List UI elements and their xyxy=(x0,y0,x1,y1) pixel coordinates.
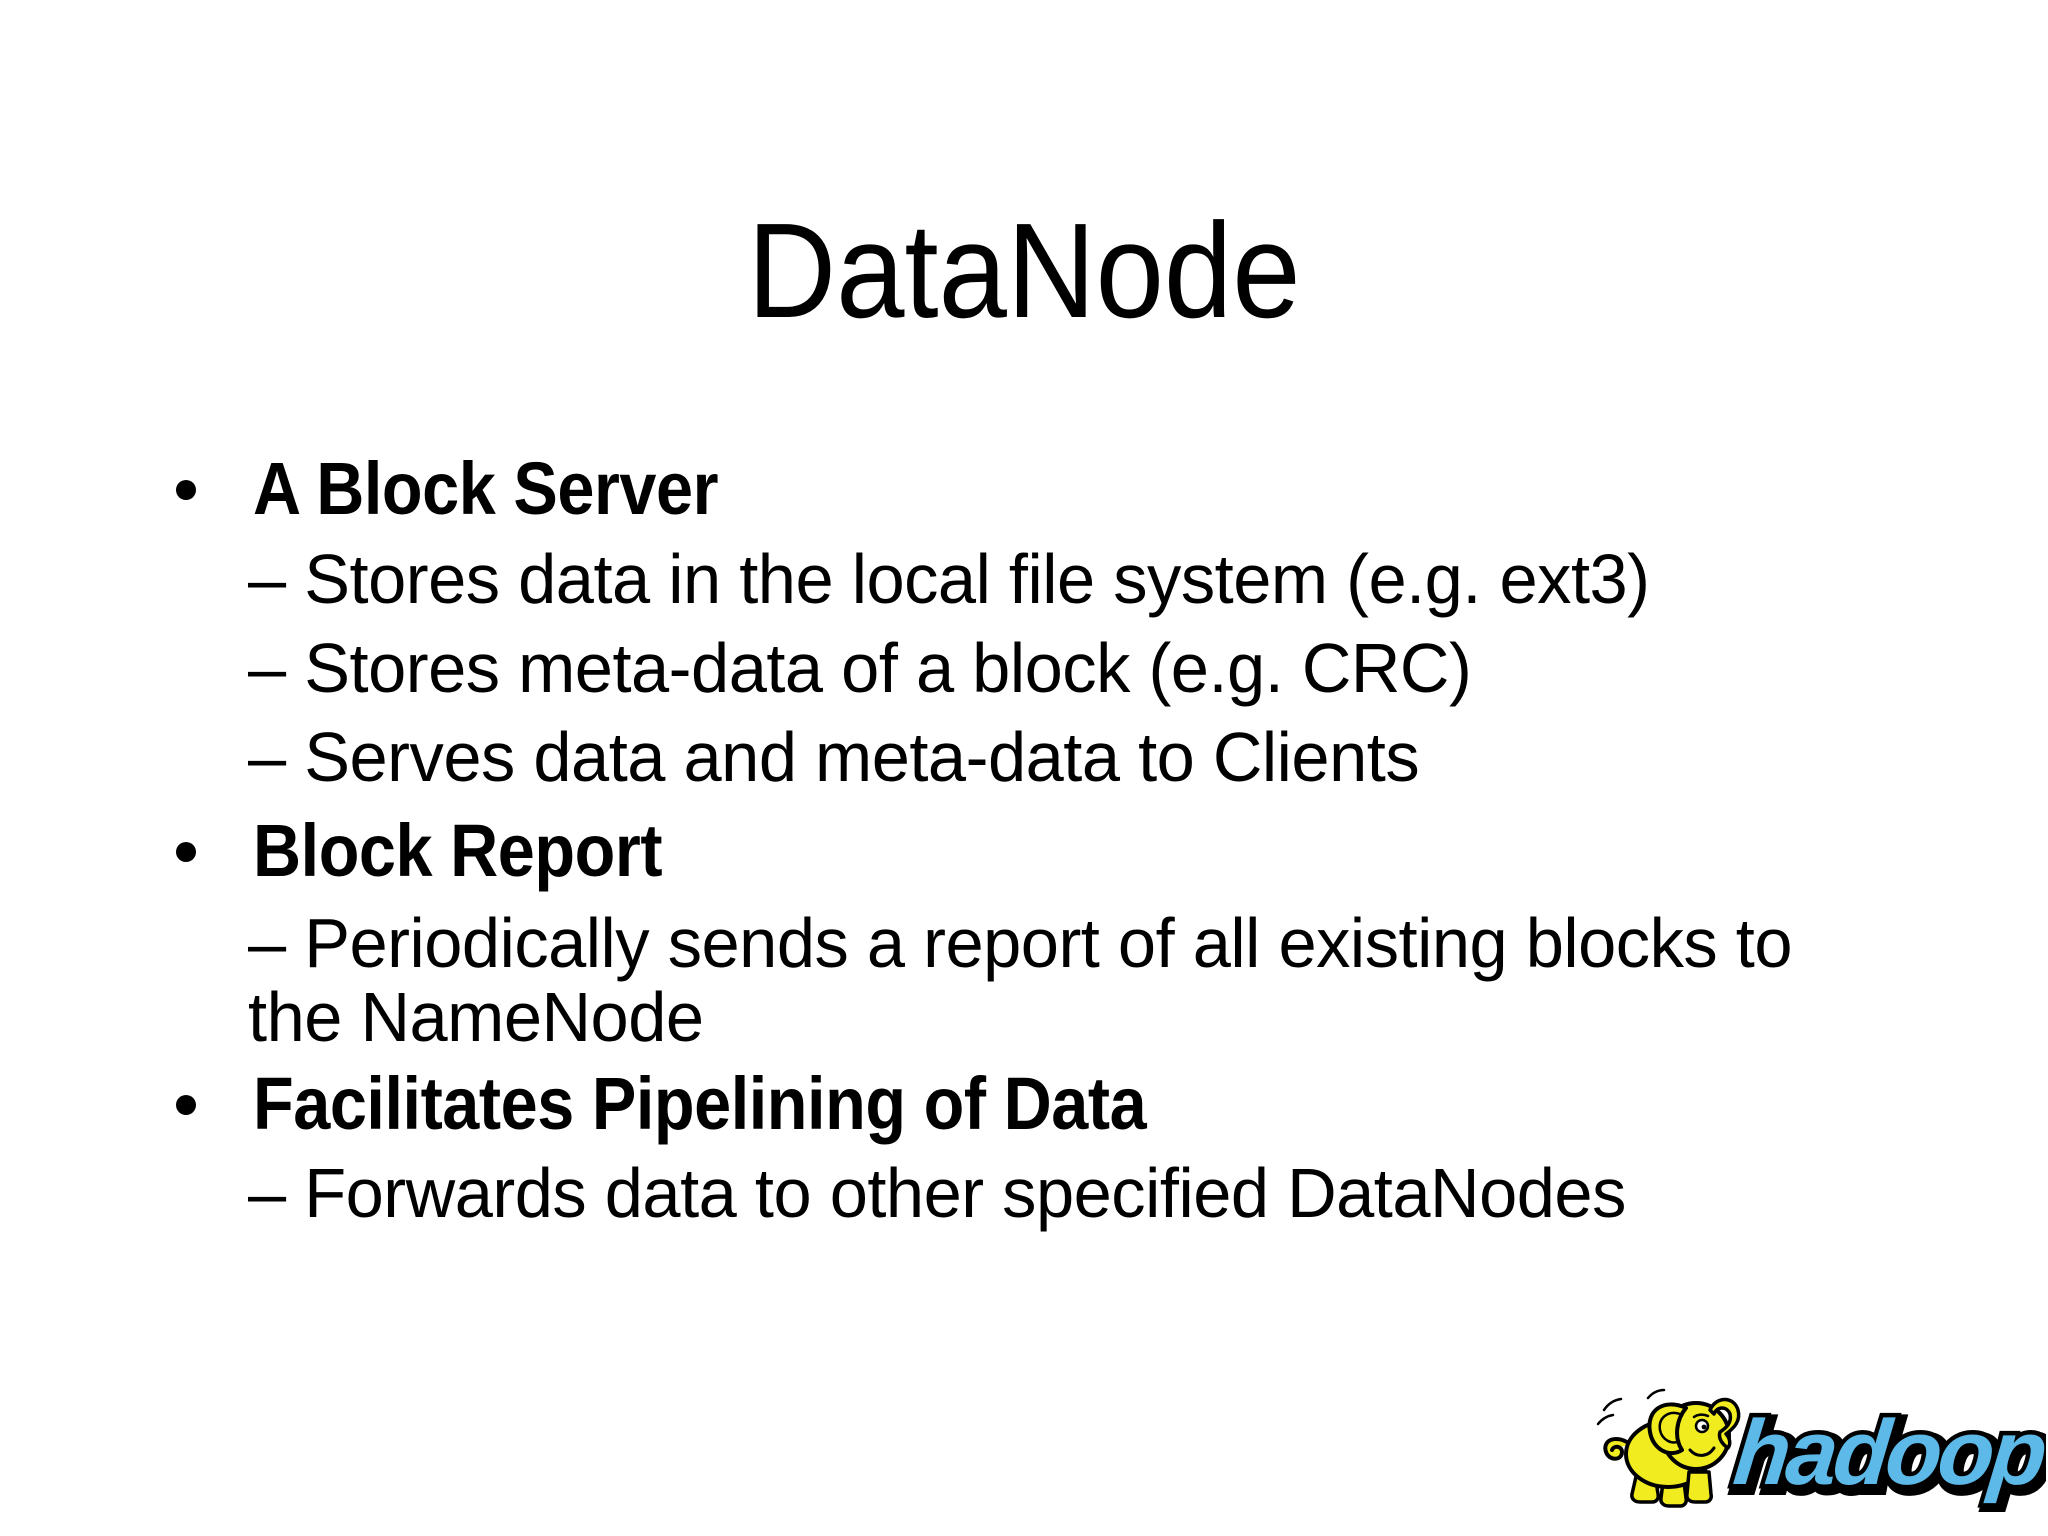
sub-bullet-item: – Forwards data to other specified DataN… xyxy=(0,1156,2048,1230)
bullet-item: Block Report xyxy=(0,814,2048,888)
bullet-icon xyxy=(176,842,196,862)
motion-lines-icon xyxy=(1596,1388,1666,1426)
bullet-text: A Block Server xyxy=(253,447,719,530)
bullet-text: Facilitates Pipelining of Data xyxy=(253,1062,1147,1145)
bullet-icon xyxy=(176,480,196,500)
hadoop-wordmark-shadow: hadoop xyxy=(1733,1404,2046,1508)
sub-bullet-item: – Serves data and meta-data to Clients xyxy=(0,720,2048,794)
hadoop-wordmark-text: hadoop xyxy=(1729,1400,2046,1504)
bullet-icon xyxy=(176,1095,196,1115)
bullet-item: Facilitates Pipelining of Data xyxy=(0,1067,2048,1141)
bullet-item: A Block Server xyxy=(0,452,2048,526)
sub-bullet-item: – Periodically sends a report of all exi… xyxy=(0,906,2048,1054)
slide-title: DataNode xyxy=(747,195,1301,346)
hadoop-elephant-icon xyxy=(1603,1397,1741,1508)
sub-bullet-item: – Stores data in the local file system (… xyxy=(0,542,2048,616)
sub-bullet-text-line1: – Periodically sends a report of all exi… xyxy=(248,904,1793,982)
sub-bullet-text: – Forwards data to other specified DataN… xyxy=(248,1154,1626,1232)
hadoop-logo: hadoop hadoop xyxy=(1596,1388,2046,1512)
sub-bullet-text: – Stores data in the local file system (… xyxy=(248,540,1650,618)
sub-bullet-text-line2: the NameNode xyxy=(248,978,704,1056)
sub-bullet-item: – Stores meta-data of a block (e.g. CRC) xyxy=(0,631,2048,705)
bullet-list: A Block Server – Stores data in the loca… xyxy=(0,452,2048,1230)
bullet-text: Block Report xyxy=(253,809,663,892)
sub-bullet-text: – Serves data and meta-data to Clients xyxy=(248,718,1420,796)
sub-bullet-text: – Stores meta-data of a block (e.g. CRC) xyxy=(248,629,1472,707)
hadoop-wordmark: hadoop hadoop xyxy=(1725,1396,2046,1512)
